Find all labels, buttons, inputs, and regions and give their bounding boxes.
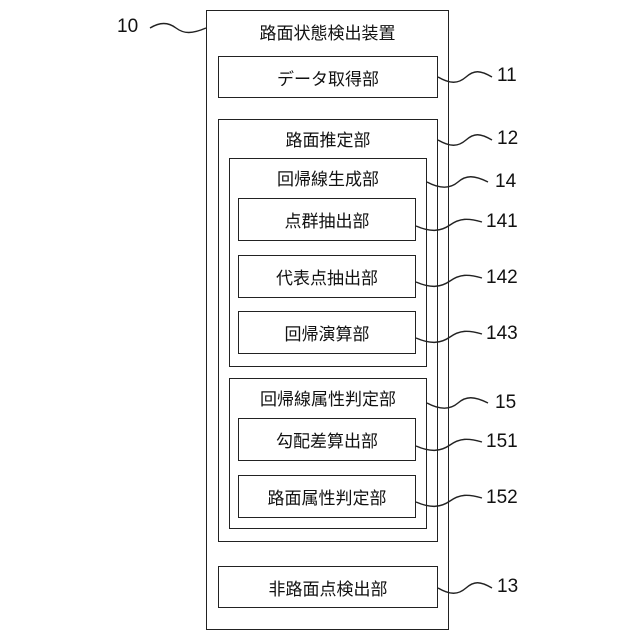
- rep-extraction-box: 代表点抽出部: [238, 255, 416, 298]
- road-attr-label: 路面属性判定部: [268, 484, 387, 509]
- non-road-label: 非路面点検出部: [269, 575, 388, 600]
- non-road-box: 非路面点検出部: [218, 566, 438, 608]
- ref-151: 151: [486, 431, 518, 453]
- ref-11: 11: [497, 65, 517, 87]
- attr-decision-title: 回帰線属性判定部: [230, 385, 426, 410]
- leader-10: [150, 24, 206, 33]
- point-extraction-label: 点群抽出部: [285, 207, 370, 232]
- regression-calc-box: 回帰演算部: [238, 311, 416, 354]
- ref-10: 10: [117, 16, 138, 38]
- ref-152: 152: [486, 487, 518, 509]
- ref-143: 143: [486, 323, 518, 345]
- data-acquisition-label: データ取得部: [277, 65, 379, 90]
- device-title: 路面状態検出装置: [207, 19, 448, 44]
- ref-12: 12: [497, 128, 518, 150]
- road-attr-box: 路面属性判定部: [238, 475, 416, 518]
- road-estimation-title: 路面推定部: [219, 126, 437, 151]
- regression-title: 回帰線生成部: [230, 165, 426, 190]
- ref-13: 13: [497, 576, 518, 598]
- slope-calc-box: 勾配差算出部: [238, 418, 416, 461]
- ref-142: 142: [486, 267, 518, 289]
- data-acquisition-box: データ取得部: [218, 56, 438, 98]
- point-extraction-box: 点群抽出部: [238, 198, 416, 241]
- rep-extraction-label: 代表点抽出部: [276, 264, 378, 289]
- ref-141: 141: [486, 211, 518, 233]
- ref-14: 14: [495, 171, 516, 193]
- slope-calc-label: 勾配差算出部: [276, 427, 378, 452]
- regression-calc-label: 回帰演算部: [285, 320, 370, 345]
- ref-15: 15: [495, 392, 516, 414]
